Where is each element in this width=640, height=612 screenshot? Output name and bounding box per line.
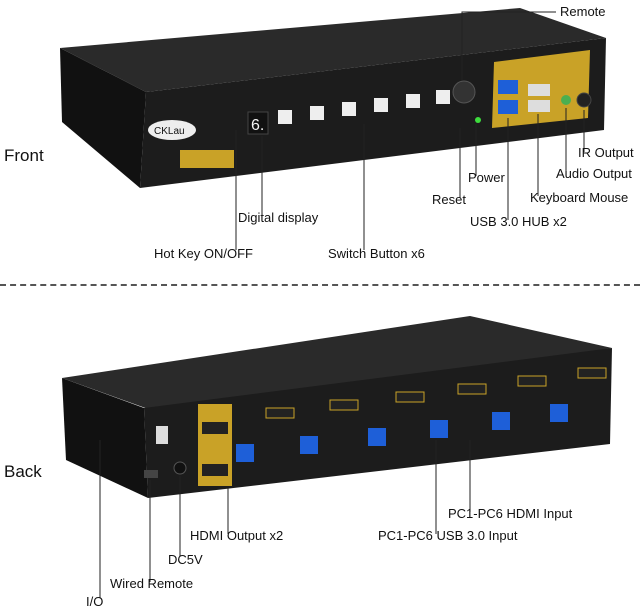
back-usb-6 <box>550 404 568 422</box>
dc-jack <box>173 461 187 475</box>
pc-hdmi-input-label: PC1-PC6 HDMI Input <box>448 506 573 521</box>
switch-button-3 <box>342 102 356 116</box>
back-hdmi-out-1 <box>202 422 228 434</box>
switch-button-5 <box>406 94 420 108</box>
back-usb-4 <box>430 420 448 438</box>
front-usb-port-1 <box>498 80 518 94</box>
svg-text:CKLau: CKLau <box>154 126 185 137</box>
display-digit: 6. <box>251 117 264 134</box>
hdmi-output-label: HDMI Output x2 <box>190 528 284 543</box>
back-hdmi-in-4 <box>457 383 487 395</box>
digital-display-label: Digital display <box>238 210 319 225</box>
front-usb-port-2 <box>498 100 518 114</box>
switch-button-6 <box>436 90 450 104</box>
back-usb-1 <box>236 444 254 462</box>
back-usb-2 <box>300 436 318 454</box>
wired-remote-port <box>144 470 158 478</box>
back-hdmi-in-3 <box>395 391 425 403</box>
model-plate <box>180 150 234 168</box>
audio-port <box>561 95 571 105</box>
brand-logo <box>148 120 196 140</box>
remote-label: Remote <box>560 4 606 19</box>
front-kb-port-1 <box>528 84 550 96</box>
keyboard-mouse-label: Keyboard Mouse <box>530 190 629 205</box>
wired-remote-label: Wired Remote <box>110 576 194 591</box>
section-divider <box>0 284 640 286</box>
dc5v-label: DC5V <box>168 552 203 567</box>
switch-button-4 <box>374 98 388 112</box>
power-label: Power <box>468 170 505 185</box>
back-hdmi-in-5 <box>517 375 547 387</box>
pc-usb-input-label: PC1-PC6 USB 3.0 Input <box>378 528 518 543</box>
usb-hub-label: USB 3.0 HUB x2 <box>470 214 567 229</box>
switch-button-2 <box>310 106 324 120</box>
front-section-label: Front <box>4 146 44 165</box>
io-label: I/O <box>86 594 104 609</box>
back-section-label: Back <box>4 462 42 481</box>
back-hdmi-in-6 <box>577 367 607 379</box>
hot-key-label: Hot Key ON/OFF <box>154 246 253 261</box>
switch-button-label: Switch Button x6 <box>328 246 425 261</box>
power-led <box>475 117 481 123</box>
switch-button-1 <box>278 110 292 124</box>
power-switch <box>156 426 168 444</box>
back-usb-5 <box>492 412 510 430</box>
ir-port <box>576 92 592 108</box>
digital-display <box>247 111 269 135</box>
audio-output-label: Audio Output <box>556 166 632 181</box>
back-hdmi-in-1 <box>265 407 295 419</box>
reset-label: Reset <box>432 192 466 207</box>
back-hdmi-in-2 <box>329 399 359 411</box>
ir-output-label: IR Output <box>578 145 634 160</box>
remote-sensor <box>452 80 476 104</box>
back-usb-3 <box>368 428 386 446</box>
front-kb-port-2 <box>528 100 550 112</box>
back-hdmi-out-2 <box>202 464 228 476</box>
